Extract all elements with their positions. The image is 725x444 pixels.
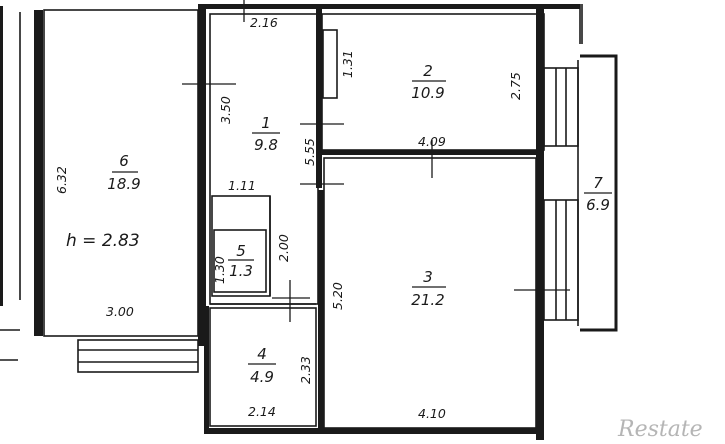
dim-5-20: 5.20	[330, 282, 345, 310]
room1-area: 9.8	[254, 136, 278, 154]
room7-area: 6.9	[586, 196, 610, 214]
dimension-ticks	[182, 0, 570, 322]
window-upper	[543, 67, 579, 147]
room3-area: 21.2	[411, 291, 444, 309]
room2-room3-wall	[322, 150, 544, 155]
room5-inner	[213, 229, 267, 293]
room5-area: 1.3	[229, 262, 253, 280]
dim-4-10: 4.10	[418, 406, 446, 421]
room4-number: 4	[257, 345, 267, 363]
dim-3-00: 3.00	[106, 304, 134, 319]
balcony	[543, 54, 618, 332]
dim-2-00: 2.00	[276, 234, 291, 262]
room1-number: 1	[261, 114, 271, 132]
dim-5-55: 5.55	[302, 138, 317, 166]
room3-left-wall	[318, 190, 324, 430]
room4-left-wall	[204, 306, 209, 430]
dim-2-14: 2.14	[248, 404, 276, 419]
dim-3-50: 3.50	[218, 96, 233, 124]
room5-number: 5	[236, 242, 246, 260]
room6-area: 18.9	[107, 175, 140, 193]
left-edge-wall	[0, 6, 3, 306]
room6-right-wall	[198, 6, 206, 346]
doorway-threshold	[77, 339, 199, 373]
room3-number: 3	[423, 268, 433, 286]
room2-niche	[322, 29, 338, 99]
dim-6-32: 6.32	[54, 166, 69, 194]
walls	[0, 4, 583, 440]
dim-1-11: 1.11	[228, 178, 256, 193]
balcony-outline	[580, 54, 618, 332]
room-labels: 6 18.9 h = 2.83 1 9.8 2 10.9 3 21.2 4 4.…	[66, 62, 612, 386]
right-exterior-wall	[536, 4, 544, 440]
room6-number: 6	[119, 152, 129, 170]
restate-logo: Restate	[617, 417, 703, 442]
dim-4-09: 4.09	[418, 134, 446, 149]
dim-2-75: 2.75	[508, 72, 523, 100]
room4-outline	[209, 307, 317, 427]
dim-2-33: 2.33	[298, 356, 313, 384]
room6-left-wall	[34, 10, 43, 336]
dim-1-30: 1.30	[212, 256, 227, 284]
dim-2-16: 2.16	[250, 15, 278, 30]
bottom-wall	[204, 428, 544, 434]
top-wall	[198, 4, 580, 9]
dimension-labels: 2.16 1.31 2.75 3.50 5.55 4.09 6.32 1.11 …	[54, 15, 523, 421]
room2-number: 2	[423, 62, 433, 80]
room7-number: 7	[593, 174, 603, 192]
room2-area: 10.9	[411, 84, 444, 102]
ceiling-height: h = 2.83	[66, 231, 140, 251]
corridor-right-wall	[316, 8, 322, 188]
dim-1-31: 1.31	[340, 50, 355, 78]
room4-area: 4.9	[250, 368, 274, 386]
window-lower	[543, 199, 579, 321]
